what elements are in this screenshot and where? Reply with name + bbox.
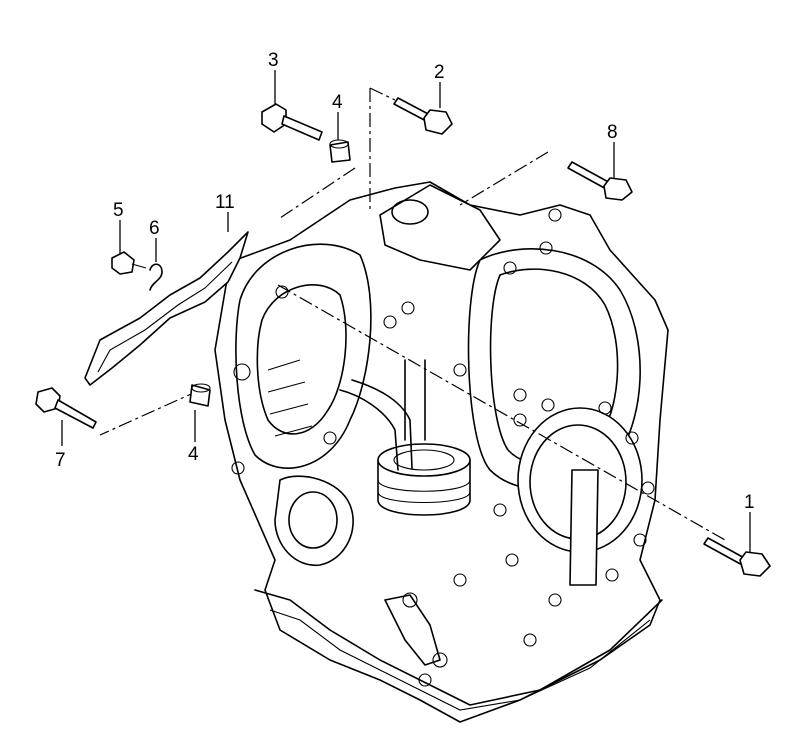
gasket-plate-inner	[97, 261, 233, 373]
bolt-part-2	[393, 97, 453, 135]
callout-11: 11	[215, 192, 235, 213]
callout-3: 3	[268, 50, 279, 71]
bolt-part-5	[111, 251, 147, 275]
callout-1: 1	[744, 492, 755, 513]
callout-6: 6	[149, 218, 160, 239]
bolt-part-3	[261, 103, 323, 141]
gasket-plate	[84, 231, 249, 386]
filter-canister	[377, 443, 471, 516]
bolt-part-8	[567, 161, 633, 201]
callout-5: 5	[113, 200, 124, 221]
callout-2: 2	[434, 62, 445, 83]
bolt-part-1	[703, 537, 771, 577]
callout-8: 8	[607, 122, 618, 143]
bolt-part-7	[35, 387, 97, 429]
callout-7: 7	[55, 450, 66, 471]
leader-lines	[61, 70, 751, 552]
clip-part-6	[149, 263, 163, 291]
bushing-part-4-top	[329, 139, 351, 163]
callout-4-top: 4	[332, 92, 343, 113]
assembly-lines	[99, 87, 726, 541]
callout-4-bottom: 4	[188, 444, 199, 465]
bushing-part-4-bottom	[189, 383, 211, 407]
transmission-housing	[214, 181, 669, 723]
